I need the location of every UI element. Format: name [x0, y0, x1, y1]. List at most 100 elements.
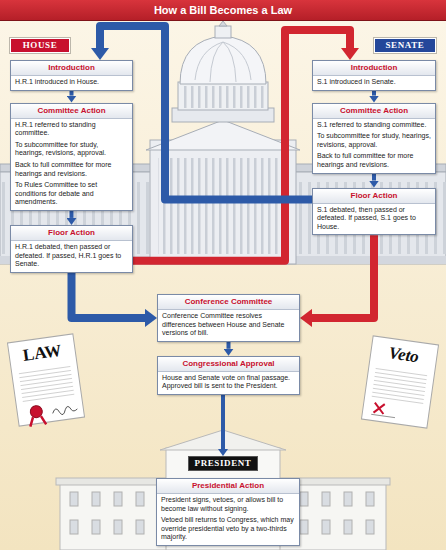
box-text: H.R.1 referred to standing committee.: [11, 119, 132, 139]
window: [300, 520, 308, 534]
box-heading: Floor Action: [313, 189, 435, 204]
flow-arrow: [70, 91, 74, 96]
box-heading: Floor Action: [11, 226, 132, 241]
process-box: Conference CommitteeConference Committee…: [157, 294, 300, 342]
process-box: Committee ActionS.1 referred to standing…: [312, 103, 436, 174]
process-box: Congressional ApprovalHouse and Senate v…: [157, 356, 300, 395]
window: [92, 520, 100, 534]
capitol-portico: [158, 158, 288, 254]
window: [92, 492, 100, 506]
law-paper: [7, 334, 84, 426]
window: [300, 492, 308, 506]
flow-arrow: [221, 395, 225, 449]
dome: [180, 36, 266, 84]
text-line: [375, 376, 426, 383]
veto-x-mark: [373, 403, 384, 414]
box-text: House and Senate vote on final passage. …: [158, 372, 299, 394]
process-box: IntroductionS.1 introduced in Senate.: [312, 60, 436, 91]
process-box: Presidential ActionPresident signs, veto…: [156, 478, 300, 546]
text-line: [373, 388, 424, 395]
dome-statue: [219, 21, 227, 26]
box-text: Back to full committee for more hearings…: [11, 159, 132, 179]
text-line: [20, 374, 71, 381]
text-line: [19, 370, 70, 377]
dome-colonnade: [181, 86, 267, 108]
section-label: HOUSE: [11, 39, 69, 52]
window: [70, 492, 78, 506]
box-text: To subcommittee for study, hearings, rev…: [313, 130, 435, 150]
title-bar: How a Bill Becomes a Law: [0, 0, 446, 21]
text-line: [21, 382, 72, 389]
window: [344, 492, 352, 506]
box-text: Back to full committee for more hearings…: [313, 150, 435, 172]
window: [136, 492, 144, 506]
box-heading: Congressional Approval: [158, 357, 299, 372]
flow-arrow: [227, 342, 231, 349]
flow-arrow: [372, 174, 376, 181]
box-heading: Committee Action: [11, 104, 132, 119]
text-line: [375, 372, 426, 379]
veto-text-lines: [372, 368, 427, 403]
text-line: [23, 394, 74, 401]
window: [344, 520, 352, 534]
dome-lantern: [215, 26, 231, 38]
box-text: S.1 debated, then passed or defeated. If…: [313, 204, 435, 235]
process-box: Floor ActionH.R.1 debated, then passed o…: [10, 225, 133, 273]
veto-document: [361, 336, 438, 428]
window: [70, 520, 78, 534]
dome-drum: [178, 82, 268, 110]
text-line: [19, 366, 70, 373]
box-text: S.1 introduced in Senate.: [313, 76, 435, 90]
text-line: [374, 380, 425, 387]
text-line: [372, 392, 423, 399]
law-ribbon: [29, 415, 46, 426]
law-signature: [52, 405, 78, 416]
process-box: Floor ActionS.1 debated, then passed or …: [312, 188, 436, 236]
flow-arrow: [312, 235, 374, 318]
title: How a Bill Becomes a Law: [0, 0, 446, 20]
flow-arrow: [70, 211, 74, 218]
box-text: H.R.1 introduced in House.: [11, 76, 132, 90]
document-title: Veto: [370, 342, 438, 369]
text-line: [373, 384, 424, 391]
section-label: PRESIDENT: [189, 457, 257, 470]
law-document: [7, 334, 84, 428]
capitol-pediment: [146, 120, 300, 150]
window: [114, 520, 122, 534]
veto-paper: [361, 336, 438, 428]
box-text: To subcommittee for study, hearings, rev…: [11, 139, 132, 159]
text-line: [372, 396, 423, 403]
box-heading: Committee Action: [313, 104, 435, 119]
box-text: President signs, vetoes, or allows bill …: [157, 494, 299, 514]
box-heading: Introduction: [313, 61, 435, 76]
process-box: IntroductionH.R.1 introduced in House.: [10, 60, 133, 91]
window: [366, 520, 374, 534]
flow-arrow: [72, 273, 146, 318]
dome-ribs: [195, 42, 251, 82]
law-text-lines: [19, 366, 74, 401]
window: [136, 520, 144, 534]
house-tab: HOUSE: [10, 38, 70, 53]
box-heading: Introduction: [11, 61, 132, 76]
box-heading: Presidential Action: [157, 479, 299, 494]
text-line: [22, 386, 73, 393]
text-line: [21, 378, 72, 385]
box-heading: Conference Committee: [158, 295, 299, 310]
document-title: LAW: [8, 340, 76, 367]
text-line: [376, 368, 427, 375]
window: [366, 492, 374, 506]
veto-sign-line: [371, 414, 395, 417]
box-text: S.1 referred to standing committee.: [313, 119, 435, 131]
process-box: Committee ActionH.R.1 referred to standi…: [10, 103, 133, 211]
window: [322, 520, 330, 534]
flow-arrow: [372, 91, 376, 96]
section-label: SENATE: [375, 39, 435, 52]
window: [322, 492, 330, 506]
box-text: To Rules Committee to set conditions for…: [11, 179, 132, 210]
box-text: Vetoed bill returns to Congress, which m…: [157, 514, 299, 545]
president-band: PRESIDENT: [188, 456, 258, 471]
box-text: Conference Committee resolves difference…: [158, 310, 299, 341]
text-line: [22, 390, 73, 397]
window: [114, 492, 122, 506]
senate-tab: SENATE: [374, 38, 436, 53]
